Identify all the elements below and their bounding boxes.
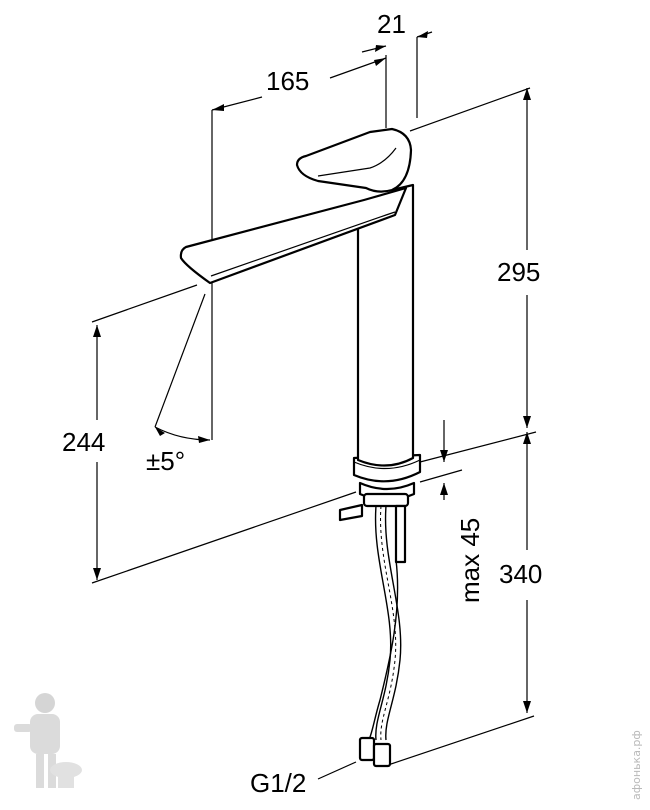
faucet-body (179, 127, 422, 483)
dim-handle-thickness-label: 21 (377, 9, 406, 39)
dimension-lines (91, 31, 537, 780)
watermark-mascot-icon (14, 693, 82, 788)
mounting-hardware (338, 481, 416, 768)
dim-hose-length-label: 340 (499, 559, 542, 589)
dim-connection-thread-label: G1/2 (250, 768, 306, 798)
dim-spout-reach-label: 165 (266, 66, 309, 96)
watermark-text: афонька.рф (630, 730, 643, 800)
dim-spout-outlet-height-label: 244 (62, 427, 105, 457)
dim-max-deck-thickness-label: max 45 (455, 518, 485, 603)
dim-height-above-deck-label: 295 (497, 257, 540, 287)
dim-swivel-angle-label: ±5° (146, 446, 185, 476)
